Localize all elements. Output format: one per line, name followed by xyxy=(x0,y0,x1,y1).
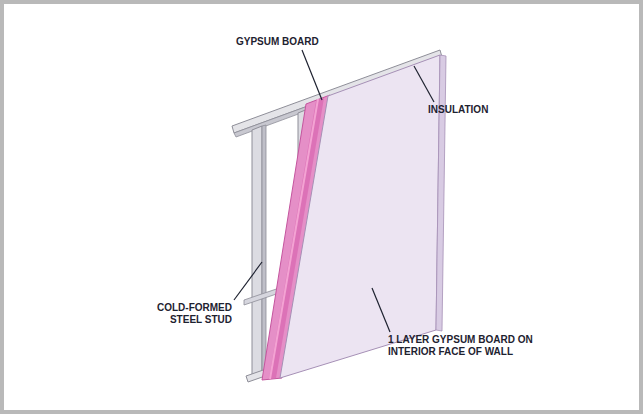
part-label: GYPSUM BOARD xyxy=(236,36,346,48)
board-edge xyxy=(436,55,446,331)
note-label: 1 LAYER GYPSUM BOARD ON INTERIOR FACE OF… xyxy=(388,334,538,358)
leader-line xyxy=(414,66,434,102)
gypsum-board xyxy=(280,55,440,378)
leader-line xyxy=(234,262,262,300)
part-label: INSULATION xyxy=(428,104,528,116)
stud-flange xyxy=(262,125,266,372)
leader-line xyxy=(372,288,390,332)
board-cut-edge xyxy=(270,99,318,379)
part-label: COLD-FORMED STEEL STUD xyxy=(150,302,232,326)
steel-stud xyxy=(252,126,262,376)
leader-line xyxy=(302,50,322,100)
